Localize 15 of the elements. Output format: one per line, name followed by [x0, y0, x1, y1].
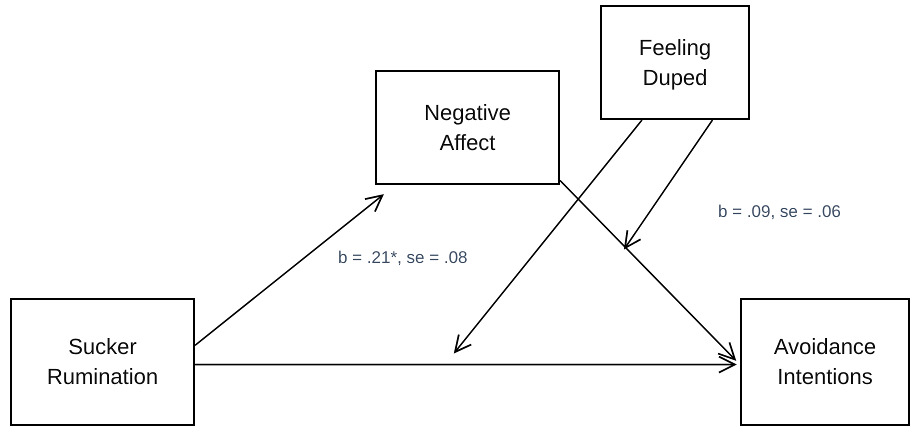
arrow [454, 120, 643, 353]
variable-name: Negative Affect [423, 98, 512, 156]
arrow [195, 356, 736, 374]
coefficient-label: b = .21*, se = .08 [338, 248, 468, 268]
variable-name: Avoidance Intentions [772, 333, 878, 391]
variable-box [10, 298, 195, 426]
variable-box [375, 70, 560, 185]
variable-name: Sucker Rumination [46, 333, 160, 391]
variable-box [600, 5, 750, 120]
variable-name: Feeling Duped [638, 34, 712, 92]
coefficient-label: b = .09, se = .06 [718, 202, 841, 222]
arrow [194, 194, 384, 346]
arrow [624, 120, 714, 249]
arrow [559, 180, 736, 360]
variable-box [740, 298, 910, 426]
